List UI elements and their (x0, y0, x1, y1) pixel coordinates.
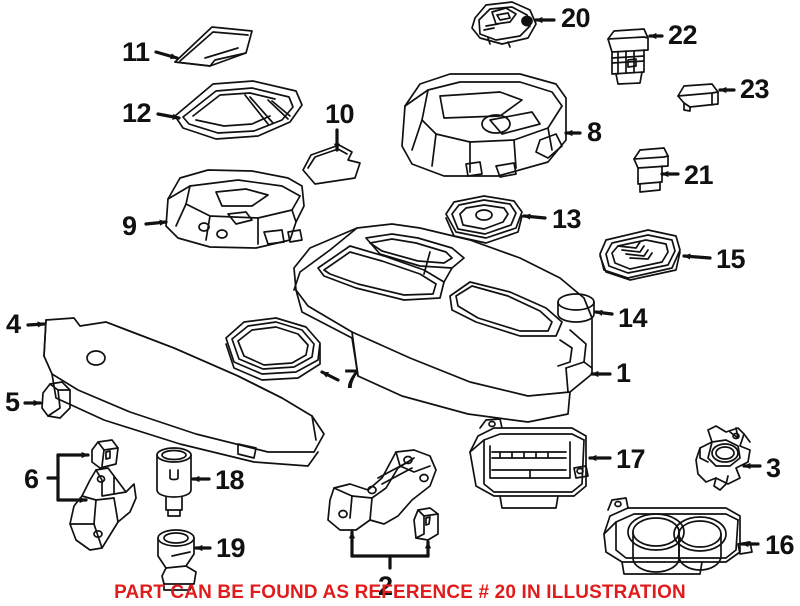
leader-2-bracket (348, 530, 432, 570)
part-console-latch-unit (471, 1, 537, 48)
part-storage-compartment (469, 418, 589, 509)
part-shifter-bracket (695, 425, 751, 491)
part-center-console-body (293, 223, 593, 423)
part-console-side-panel-left (43, 317, 325, 467)
leader-9 (144, 219, 168, 226)
callout-12[interactable]: 12 (122, 98, 152, 128)
callout-11[interactable]: 11 (122, 37, 150, 67)
leader-15 (682, 253, 712, 260)
part-cigarette-lighter-socket (156, 447, 192, 517)
callout-18[interactable]: 18 (215, 465, 245, 495)
callout-23[interactable]: 23 (740, 74, 770, 104)
callout-20[interactable]: 20 (561, 3, 591, 33)
callout-13[interactable]: 13 (552, 204, 582, 234)
leader-13 (522, 213, 547, 220)
leader-12 (156, 112, 181, 120)
part-power-outlet-housing (157, 529, 197, 591)
callout-10[interactable]: 10 (325, 99, 355, 129)
part-armrest-lid (174, 26, 253, 67)
part-switch-assembly (607, 28, 649, 85)
part-front-console-housing (165, 169, 305, 249)
leader-4 (26, 321, 46, 328)
part-console-bracket-small (413, 507, 439, 541)
part-small-cover-panel (302, 144, 361, 185)
callout-16[interactable]: 16 (765, 530, 795, 560)
callout-15[interactable]: 15 (716, 244, 746, 274)
part-storage-tray-insert (599, 229, 681, 281)
part-switch-blank-tall (633, 147, 669, 193)
callout-5[interactable]: 5 (5, 387, 20, 417)
callout-7[interactable]: 7 (344, 364, 359, 394)
callout-8[interactable]: 8 (587, 117, 602, 147)
callout-4[interactable]: 4 (6, 309, 21, 339)
part-console-bracket-large (327, 449, 437, 531)
part-console-mounting-support (69, 467, 137, 551)
leader-14 (594, 309, 614, 316)
leader-11 (154, 50, 179, 60)
callout-21[interactable]: 21 (684, 160, 714, 190)
leader-6-bracket (46, 451, 90, 504)
callout-3[interactable]: 3 (766, 453, 781, 483)
part-shift-boot-bezel (445, 195, 523, 244)
part-console-clip (91, 439, 119, 469)
callout-22[interactable]: 22 (668, 20, 698, 50)
part-round-cap-plug (557, 293, 595, 323)
reference-footnote: PART CAN BE FOUND AS REFERENCE # 20 IN I… (114, 581, 686, 603)
callout-1[interactable]: 1 (616, 358, 631, 388)
callout-17[interactable]: 17 (616, 444, 646, 474)
part-console-trim-plate (174, 80, 303, 140)
part-small-cap-cover (677, 83, 719, 112)
part-side-panel-cap (41, 381, 71, 419)
leader-7 (320, 370, 340, 382)
callout-19[interactable]: 19 (216, 533, 246, 563)
callout-2[interactable]: 2 (378, 571, 393, 601)
callout-14[interactable]: 14 (618, 303, 648, 333)
callout-6[interactable]: 6 (24, 464, 39, 494)
part-console-side-trim (225, 317, 321, 381)
part-upper-console-trim (401, 73, 567, 178)
callout-9[interactable]: 9 (122, 211, 137, 241)
part-cup-holder-assembly (603, 497, 753, 575)
